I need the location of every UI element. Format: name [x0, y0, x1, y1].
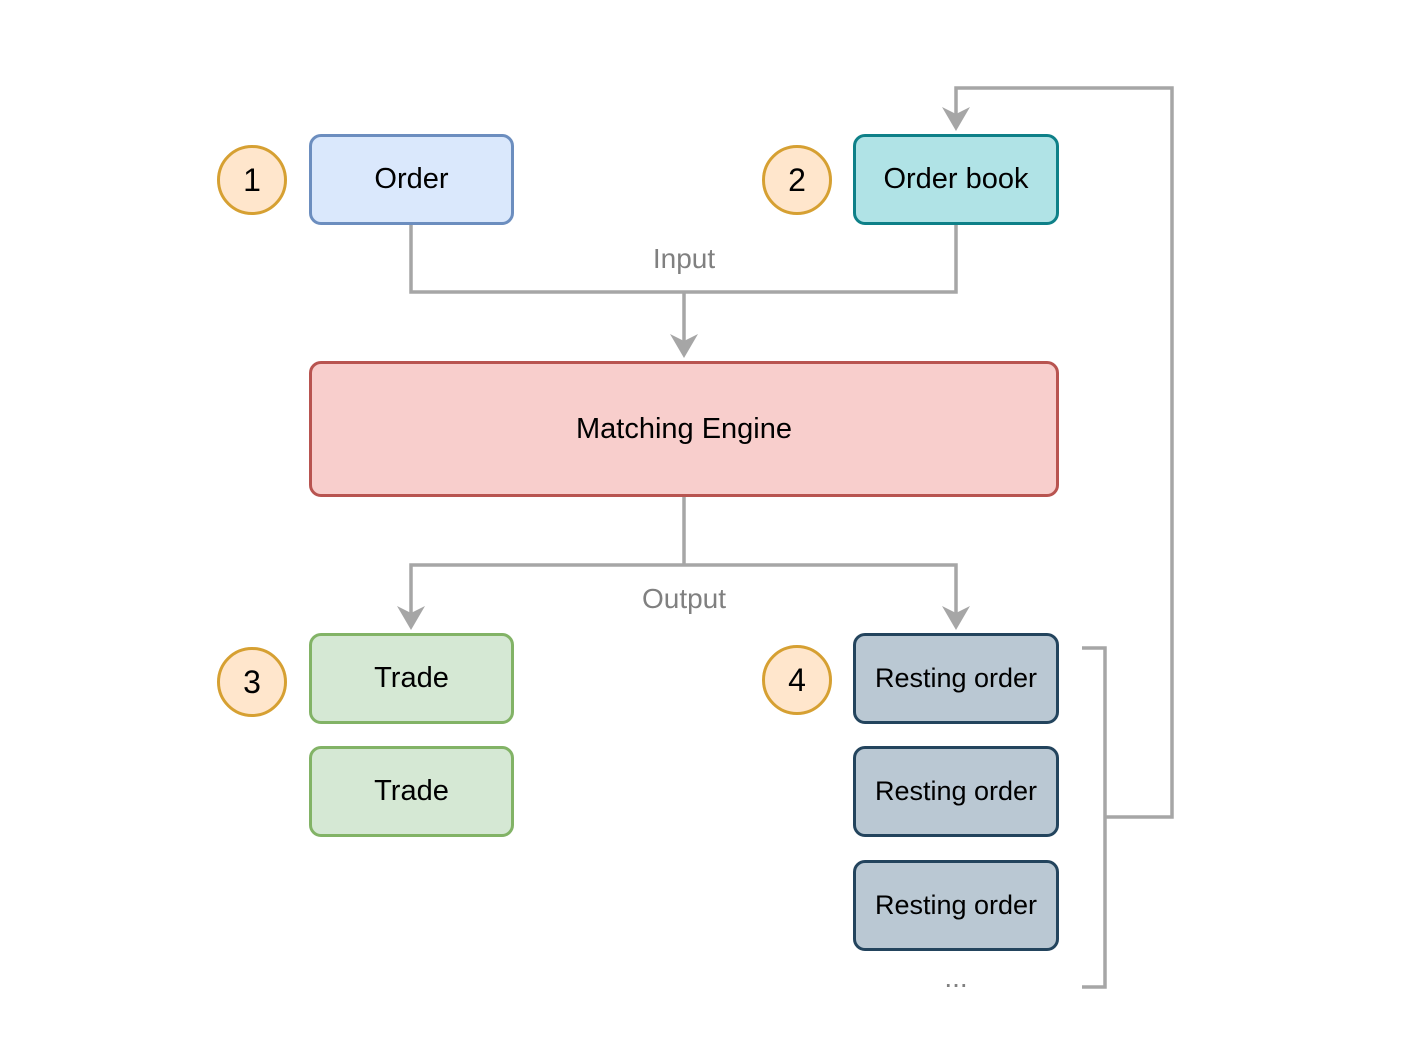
connector-order-to-engine — [409, 225, 684, 294]
arrowhead-resting — [942, 606, 970, 630]
trade-node-1[interactable]: Trade — [309, 633, 514, 724]
matching-engine-node-label: Matching Engine — [575, 412, 793, 445]
trade-node-label: Trade — [374, 775, 449, 807]
trade-node-label: Trade — [374, 662, 449, 694]
trade-node-2[interactable]: Trade — [309, 746, 514, 837]
connector-feedback-loop — [954, 86, 1174, 819]
connector-orderbook-to-engine — [684, 225, 958, 294]
step-badge-1: 1 — [217, 145, 287, 215]
resting-order-node-label: Resting order — [874, 890, 1038, 920]
step-badge-3: 3 — [217, 647, 287, 717]
order-book-node[interactable]: Order book — [853, 134, 1059, 225]
connector-engine-to-resting — [684, 563, 958, 617]
step-badge-2: 2 — [762, 145, 832, 215]
more-resting-orders-ellipsis: ... — [944, 962, 968, 993]
resting-orders-bracket — [1082, 646, 1107, 989]
output-edge-label: Output — [637, 583, 731, 615]
step-badge-4: 4 — [762, 645, 832, 715]
connector-engine-to-trade — [409, 563, 684, 617]
resting-order-node-3[interactable]: Resting order — [853, 860, 1059, 951]
arrowhead-orderbook — [942, 107, 970, 131]
resting-order-node-label: Resting order — [874, 663, 1038, 693]
resting-order-node-label: Resting order — [874, 776, 1038, 806]
input-edge-label: Input — [648, 243, 720, 275]
resting-order-node-2[interactable]: Resting order — [853, 746, 1059, 837]
arrowhead-trade — [397, 606, 425, 630]
matching-engine-node[interactable]: Matching Engine — [309, 361, 1059, 497]
resting-order-node-1[interactable]: Resting order — [853, 633, 1059, 724]
arrowhead-engine — [670, 334, 698, 358]
order-node[interactable]: Order — [309, 134, 514, 225]
order-book-node-label: Order book — [883, 163, 1029, 195]
order-node-label: Order — [374, 163, 449, 195]
